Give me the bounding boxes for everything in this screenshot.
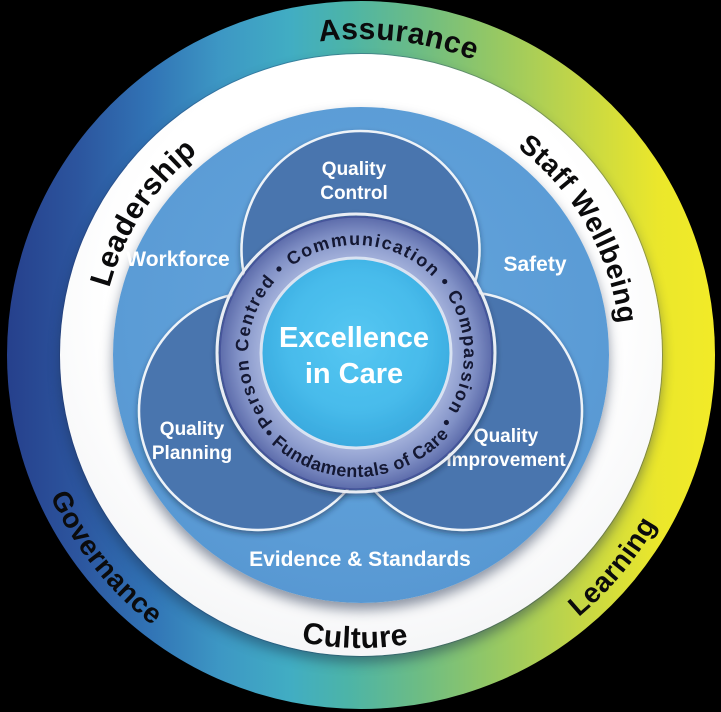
governance-label: Governance: [45, 485, 169, 630]
values-ring-band-rim: [219, 216, 493, 490]
quality-planning-label-line2: Planning: [152, 443, 232, 464]
learning-label: Learning: [562, 511, 662, 622]
values-medallion: [215, 212, 497, 494]
workforce-label: Workforce: [126, 248, 229, 271]
safety-label: Safety: [503, 253, 566, 276]
quality-improvement-label-line2: Improvement: [446, 450, 566, 471]
assurance-label: Assurance: [317, 13, 483, 67]
values-ring-outer-halo: [215, 212, 497, 494]
center-label-line1: Excellence: [279, 322, 429, 354]
evidence-standards-label: Evidence & Standards: [249, 548, 471, 571]
center-circle: [259, 256, 453, 450]
quality-planning-label-line1: Quality: [160, 419, 225, 440]
quality-control-label-line2: Control: [320, 183, 388, 204]
center-label-line2: in Care: [305, 358, 403, 390]
staff-wellbeing-label: Staff Wellbeing: [513, 128, 643, 325]
quality-improvement-label-line1: Quality: [474, 426, 539, 447]
quality-control-label-line1: Quality: [322, 159, 387, 180]
culture-label: Culture: [300, 616, 410, 655]
